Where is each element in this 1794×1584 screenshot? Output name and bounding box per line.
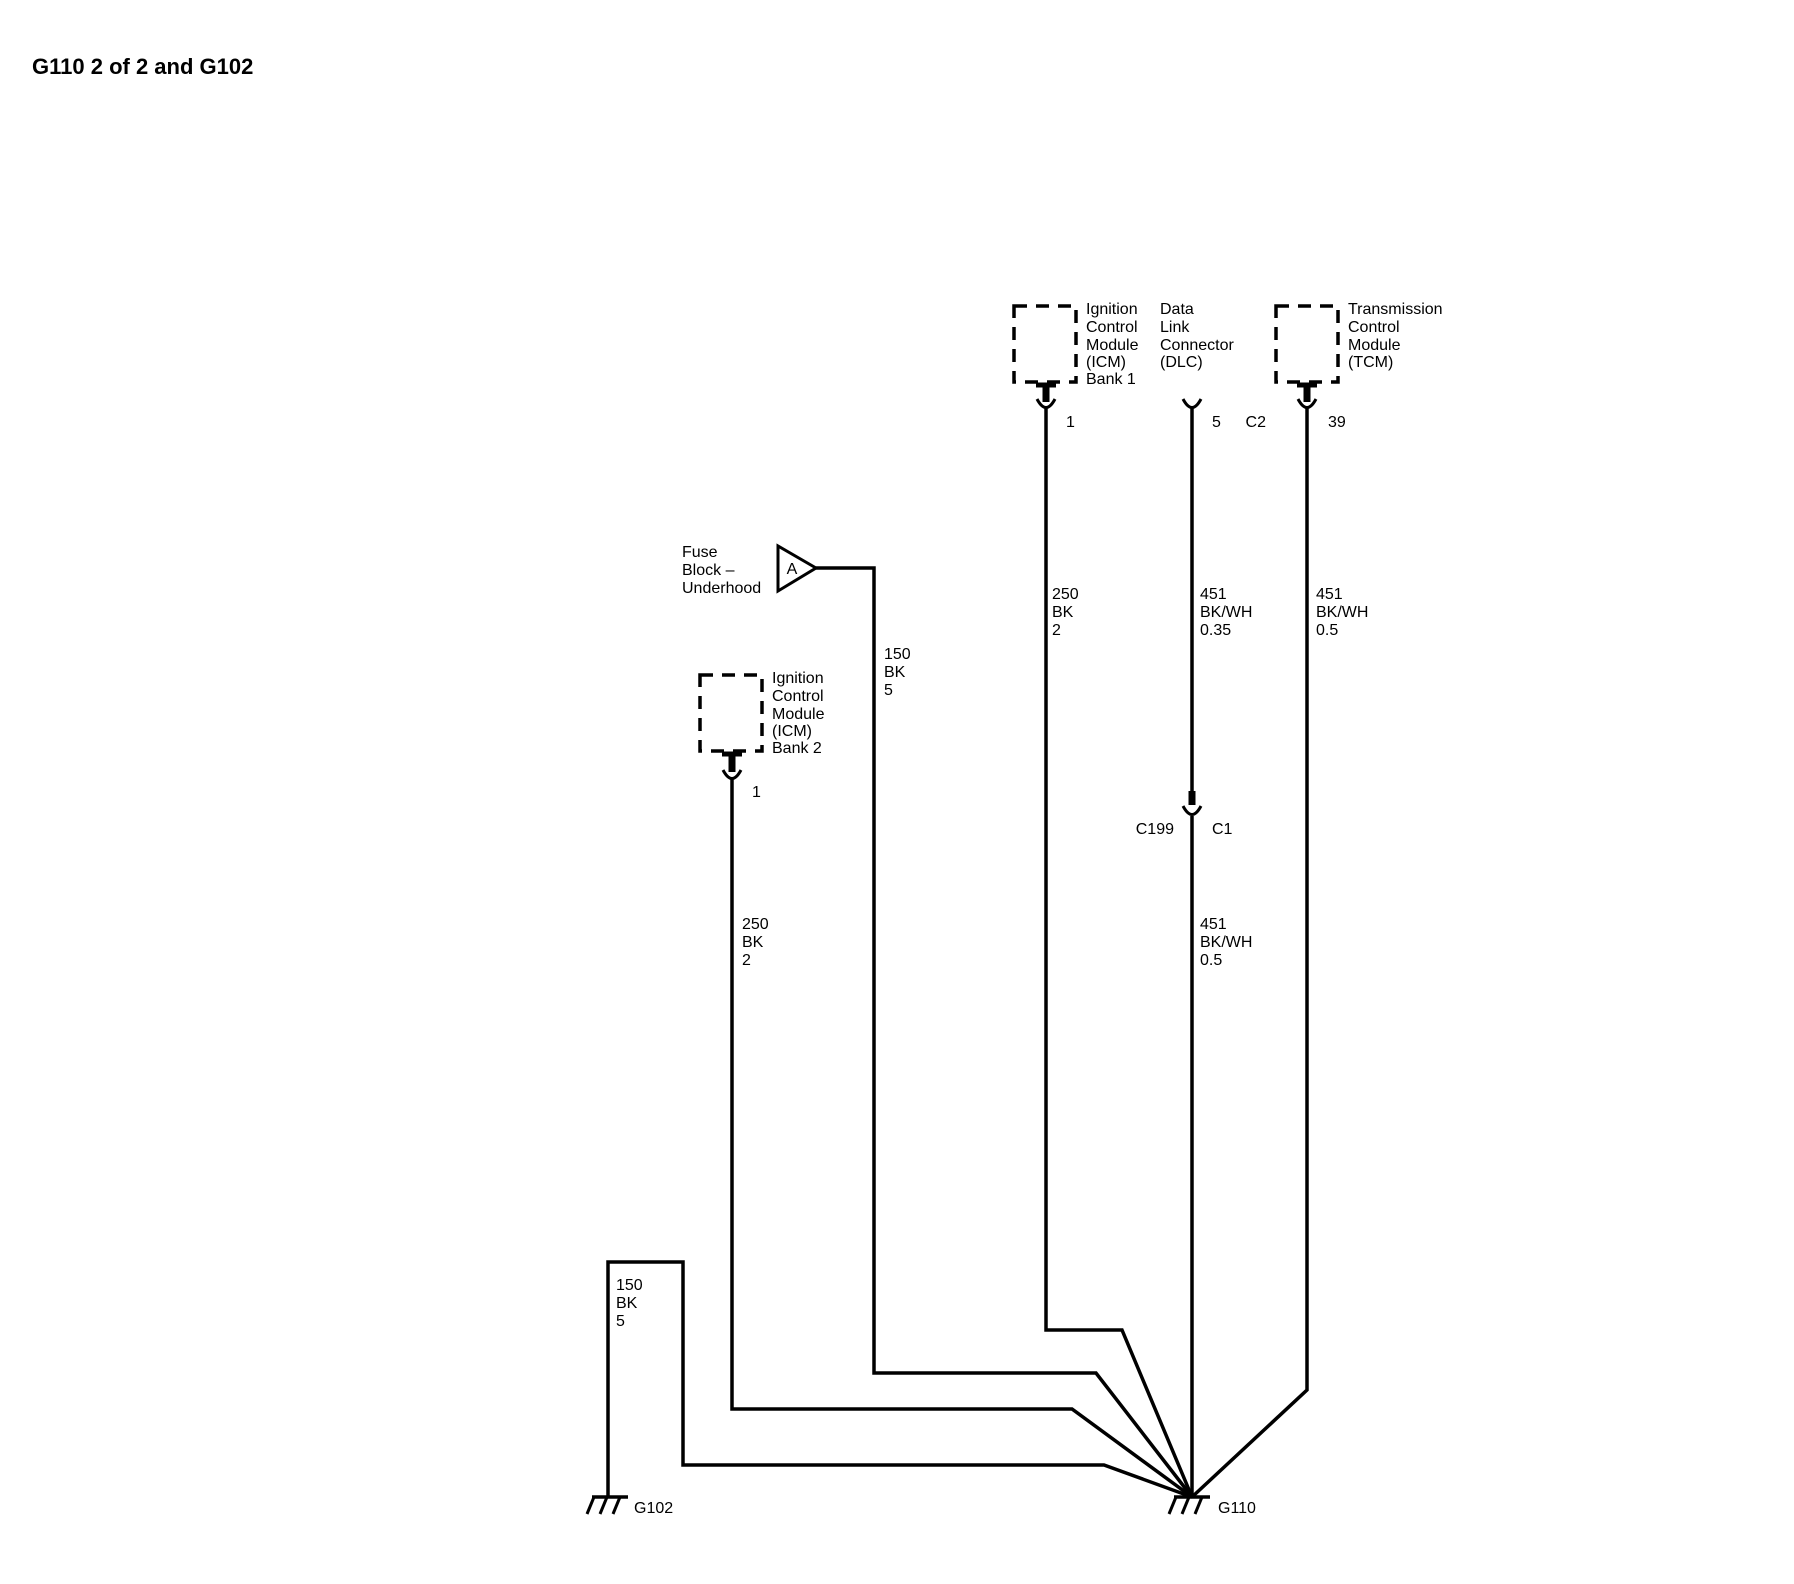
- dlc-label: Data Link Connector (DLC): [1160, 301, 1238, 371]
- page-title: G110 2 of 2 and G102: [32, 54, 253, 79]
- icm-bank1-box: [1012, 304, 1078, 384]
- tcm-pin-label: 39: [1328, 414, 1346, 431]
- g102-ground-label: G102: [634, 1500, 673, 1517]
- c199-inline-connector: [1181, 791, 1203, 816]
- g110-ground-icon: [1167, 1495, 1210, 1515]
- tcm-box: [1274, 304, 1340, 384]
- wire-icm-bank2-label: 250 BK 2: [742, 916, 773, 969]
- wire-g102-label: 150 BK 5: [616, 1277, 647, 1330]
- wire-icm-bank2: [730, 779, 1194, 1499]
- tcm-label: Transmission Control Module (TCM): [1348, 301, 1447, 371]
- icm-bank1-pin-label: 1: [1066, 414, 1075, 431]
- wire-icm-bank1-label: 250 BK 2: [1052, 586, 1083, 639]
- wire-dlc-lower-label: 451 BK/WH 0.5: [1200, 916, 1257, 969]
- dlc-pin-label: 5: [1212, 414, 1221, 431]
- wire-g102-loop: [606, 1260, 1193, 1499]
- icm-bank2-pin-label: 1: [752, 784, 761, 801]
- c199-pin-label: C1: [1212, 821, 1233, 838]
- wire-fuse-block-label: 150 BK 5: [884, 646, 915, 699]
- wire-fuse-block: [816, 566, 1194, 1499]
- icm-bank2-label: Ignition Control Module (ICM) Bank 2: [772, 670, 829, 757]
- fuse-block-triangle: [776, 543, 819, 594]
- c199-connector-label: C199: [1136, 821, 1174, 838]
- wire-tcm: [1190, 408, 1309, 1499]
- tcm-connector-label: C2: [1246, 414, 1267, 431]
- icm-bank1-label: Ignition Control Module (ICM) Bank 1: [1086, 301, 1143, 388]
- wire-icm-bank1: [1044, 408, 1194, 1498]
- wire-tcm-label: 451 BK/WH 0.5: [1316, 586, 1373, 639]
- fuse-block-letter: A: [787, 561, 798, 578]
- wire-dlc-upper-label: 451 BK/WH 0.35: [1200, 586, 1257, 639]
- tcm-pin-connector: [1296, 382, 1318, 409]
- g102-ground-icon: [585, 1495, 628, 1515]
- icm-bank2-box: [698, 673, 764, 753]
- g110-ground-label: G110: [1218, 1500, 1256, 1517]
- fuse-block-label: Fuse Block – Underhood: [682, 544, 761, 597]
- icm-bank1-pin-connector: [1035, 382, 1057, 409]
- icm-bank2-pin-connector: [721, 751, 743, 780]
